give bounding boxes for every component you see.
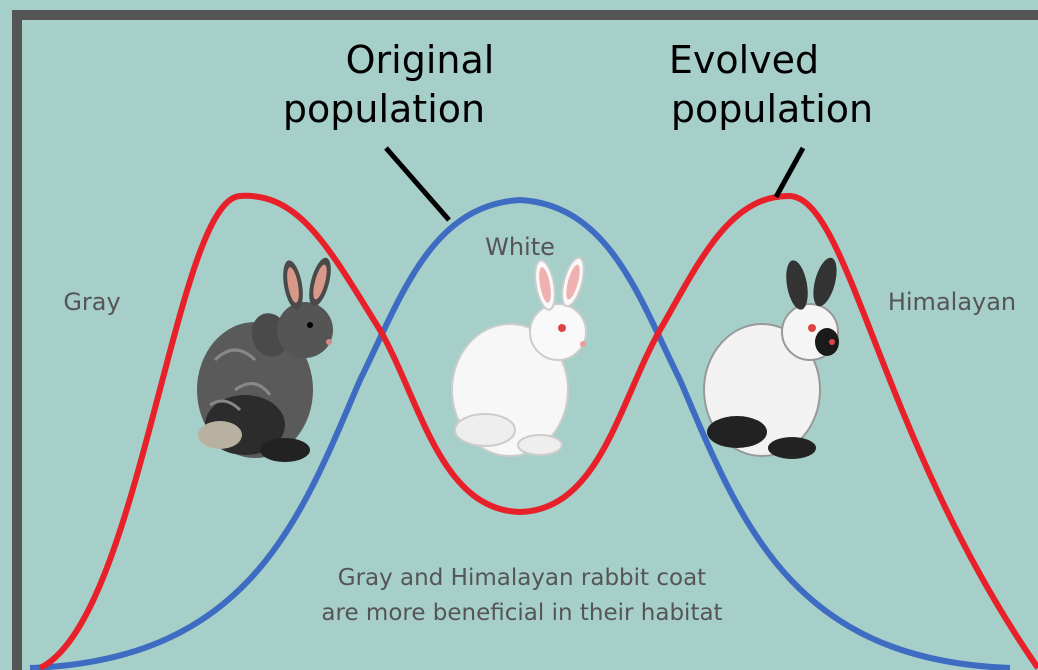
- himalayan-label: Himalayan: [888, 288, 1016, 316]
- white-label: White: [485, 233, 555, 261]
- caption-line1: Gray and Himalayan rabbit coat: [338, 565, 706, 591]
- gray-label: Gray: [63, 288, 120, 316]
- original-title-line2: population: [283, 87, 485, 131]
- caption-line2: are more beneficial in their habitat: [321, 600, 722, 626]
- evolved-title-line2: population: [671, 87, 873, 131]
- original-title-line1: Original: [346, 38, 495, 82]
- evolved-title-line1: Evolved: [669, 38, 819, 82]
